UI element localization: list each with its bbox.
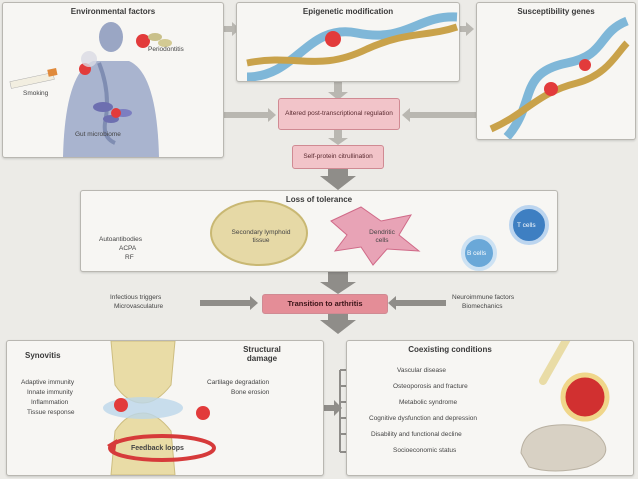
rf-label: RF	[125, 254, 134, 261]
structural-title: Structural damage	[243, 345, 281, 363]
transition-box: Transition to arthritis	[262, 294, 388, 314]
dendritic-cell-icon	[330, 206, 421, 266]
coexisting-panel: Coexisting conditions Vascular disease O…	[346, 340, 634, 476]
coexisting-title: Coexisting conditions	[408, 345, 492, 354]
synovitis-title: Synovitis	[25, 351, 61, 360]
arrow-env-to-altered	[224, 108, 276, 122]
epigenetic-title: Epigenetic modification	[302, 7, 394, 16]
dendritic-label: Dendritic cells	[369, 229, 395, 244]
bone-icon	[539, 341, 571, 385]
arrow-to-transition	[320, 272, 356, 294]
cells-illustration	[210, 200, 549, 271]
body-silhouette	[9, 22, 172, 157]
joint-illustration	[103, 341, 216, 475]
synovitis-item-2: Inflammation	[31, 399, 69, 406]
arrow-to-bottom	[320, 312, 356, 334]
b-cell-icon	[461, 235, 497, 271]
lymph-node-icon	[210, 200, 308, 266]
dna-helix-genes-icon	[489, 16, 630, 139]
infectious-label: Infectious triggers	[110, 294, 162, 301]
arrow-left-to-transition	[200, 296, 258, 310]
acpa-label: ACPA	[119, 245, 137, 252]
bone-upper-icon	[110, 341, 176, 404]
inflammation-burst-icon	[114, 398, 128, 412]
arrow-epi-to-genes	[458, 22, 474, 36]
microbe-icon	[93, 102, 113, 112]
biomechanics-label: Biomechanics	[462, 303, 503, 310]
bacteria-icon	[148, 33, 162, 41]
periodontitis-burst-icon	[136, 34, 150, 48]
coexisting-item-5: Socioeconomic status	[393, 447, 457, 454]
tolerance-title: Loss of tolerance	[285, 195, 353, 204]
t-cell-icon	[509, 205, 549, 245]
arrow-altered-down	[328, 130, 348, 145]
brain-icon	[520, 424, 607, 472]
structural-item-0: Cartilage degradation	[207, 379, 270, 386]
arrow-right-to-transition	[388, 296, 446, 310]
structural-item-1: Bone erosion	[231, 389, 270, 396]
altered-regulation-box: Altered post-transcriptional regulation	[278, 98, 400, 130]
tcells-label: T cells	[517, 222, 536, 229]
arrow-to-coexisting	[320, 400, 342, 416]
synovitis-item-1: Innate immunity	[27, 389, 73, 396]
synovitis-item-3: Tissue response	[27, 409, 75, 416]
gut-label: Gut microbiome	[75, 131, 121, 138]
dna-helix-icon	[246, 12, 459, 81]
arrow-to-tolerance	[320, 168, 356, 190]
susceptibility-title: Susceptibility genes	[517, 7, 595, 16]
coexisting-item-3: Cognitive dysfunction and depression	[369, 415, 478, 422]
secondary-label: Secondary lymphoid tissue	[231, 229, 291, 244]
coexisting-item-1: Osteoporosis and fracture	[393, 383, 468, 390]
autoantibodies-label: Autoantibodies	[99, 236, 143, 243]
tolerance-panel: Loss of tolerance Autoantibodies ACPA RF…	[80, 190, 558, 272]
arrow-genes-to-altered	[402, 108, 478, 122]
coexisting-item-4: Disability and functional decline	[371, 431, 462, 438]
bone-lower-icon	[110, 412, 176, 475]
joint-panel: Synovitis Structural damage Adaptive imm…	[6, 340, 324, 476]
organs-illustration	[520, 341, 610, 472]
arrow-epi-down	[328, 80, 348, 100]
susceptibility-panel: Susceptibility genes	[476, 2, 636, 140]
feedback-label: Feedback loops	[131, 445, 184, 452]
smoking-label: Smoking	[23, 90, 49, 97]
microvasculature-label: Microvasculature	[114, 303, 164, 310]
epigenetic-panel: Epigenetic modification	[236, 2, 460, 82]
synovitis-item-0: Adaptive immunity	[21, 379, 75, 386]
periodontitis-label: Periodontitis	[148, 46, 184, 53]
coexisting-item-2: Metabolic syndrome	[399, 399, 458, 406]
environmental-panel: Environmental factors Periodontitis Smok…	[2, 2, 224, 158]
blood-vessel-icon	[560, 372, 610, 422]
bcells-label: B cells	[467, 250, 487, 257]
coexisting-item-0: Vascular disease	[397, 367, 447, 374]
environmental-title: Environmental factors	[70, 7, 156, 16]
citrullination-box: Self-protein citrullination	[292, 145, 384, 169]
cigarette-icon	[9, 72, 55, 89]
neuroimmune-label: Neuroimmune factors	[452, 294, 515, 301]
